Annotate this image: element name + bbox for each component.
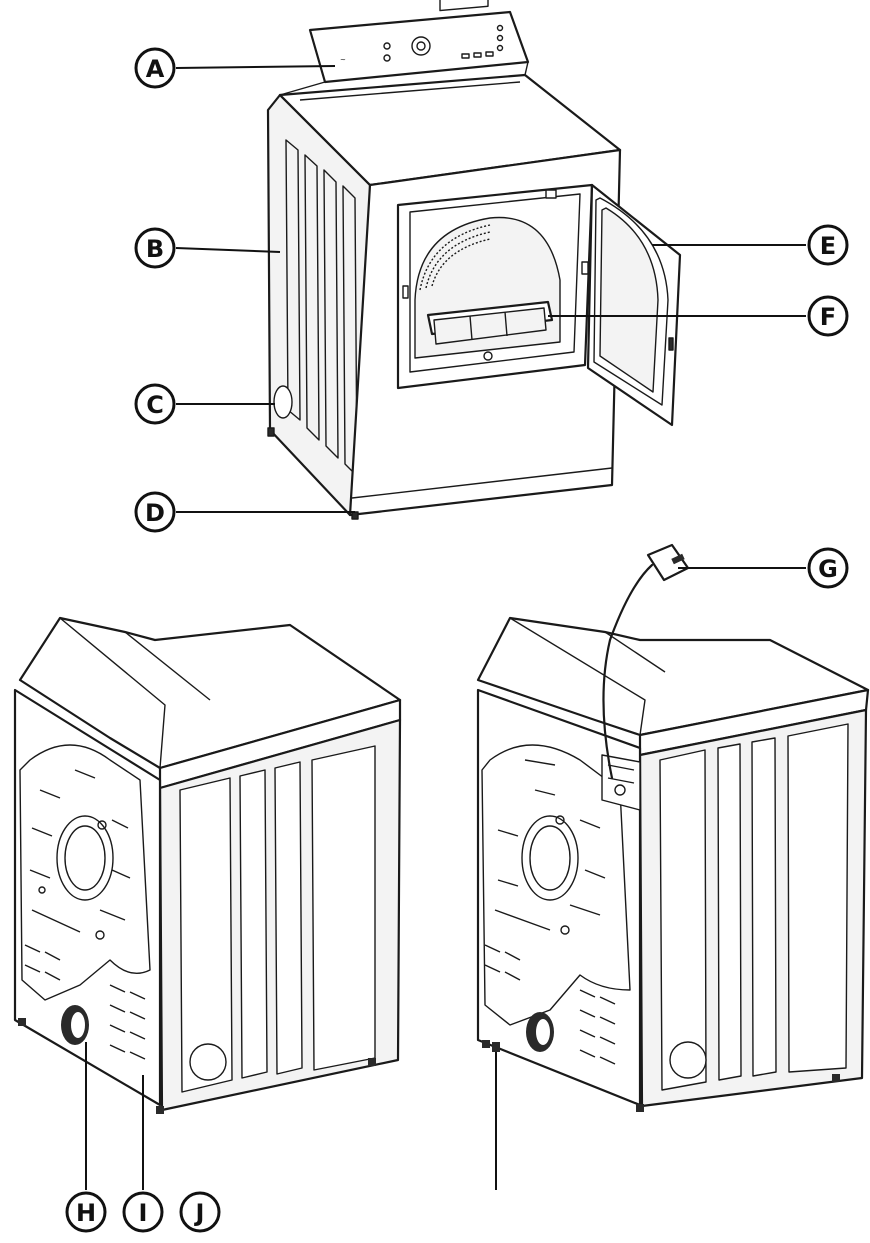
dryer-rear-view-right	[476, 543, 870, 1112]
rear-left-vent-slots	[24, 769, 146, 1060]
callout-H: H	[65, 1191, 107, 1233]
rear-right-vent-slots	[484, 759, 616, 1065]
callout-I: I	[122, 1191, 164, 1233]
gas-inlet	[492, 1042, 500, 1052]
lint-filter	[426, 300, 554, 345]
control-panel: ~	[279, 0, 530, 96]
callout-D: D	[134, 491, 176, 533]
callout-C: C	[134, 383, 176, 425]
callout-E-label: E	[820, 232, 836, 260]
svg-text:~: ~	[340, 56, 346, 64]
callout-F-label: F	[820, 303, 836, 331]
callout-B: B	[134, 227, 176, 269]
leader-A	[175, 65, 336, 69]
callout-G-label: G	[818, 555, 838, 583]
side-vent-knockout	[273, 385, 293, 419]
callout-A: A	[134, 47, 176, 89]
callout-B-label: B	[146, 235, 164, 263]
leader-B	[175, 247, 281, 253]
drum-perforations	[419, 224, 491, 291]
callout-J-label: J	[194, 1199, 205, 1227]
exhaust-outlet-right	[526, 1012, 554, 1052]
callout-E: E	[807, 224, 849, 266]
rear-left-side-ribs	[179, 745, 376, 1093]
callout-A-label: A	[146, 55, 165, 83]
callout-D-label: D	[145, 499, 165, 527]
dryer-front-view: ~	[266, 0, 682, 520]
dryer-rear-view-left	[13, 616, 402, 1114]
leader-lines	[85, 65, 806, 1190]
callout-C-label: C	[146, 391, 164, 419]
callout-I-label: I	[139, 1199, 148, 1227]
power-cord	[602, 543, 690, 780]
callout-H-label: H	[76, 1199, 96, 1227]
callout-G: G	[807, 547, 849, 589]
rear-right-side-ribs	[659, 723, 849, 1091]
callout-J: J	[179, 1191, 221, 1233]
terminal-block	[601, 754, 641, 811]
callout-F: F	[807, 295, 849, 337]
exhaust-outlet-left	[61, 1005, 89, 1045]
